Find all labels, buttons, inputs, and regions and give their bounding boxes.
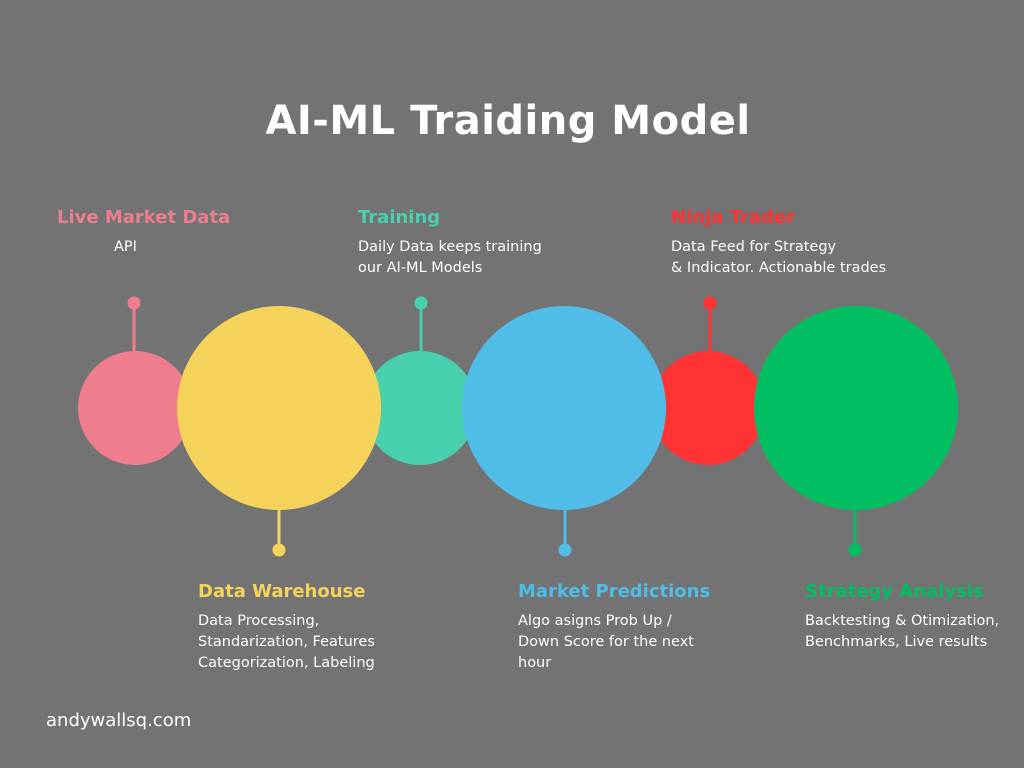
connector-training [414,296,428,353]
stage-heading: Live Market Data [57,207,231,228]
connector-data-warehouse [272,505,286,557]
connector-market-predictions [558,505,572,557]
stage-heading: Strategy Analysis [805,581,984,602]
stage-description: Data Processing, Standarization, Feature… [198,613,375,671]
stage-heading: Data Warehouse [198,581,366,602]
stage-ninja-trader: Ninja Trader Data Feed for Strategy & In… [671,207,1011,279]
stage-data-warehouse: Data Warehouse Data Processing, Standari… [198,581,538,674]
footer-website: andywallsq.com [46,710,192,731]
circle-ninja-trader [651,351,765,465]
stage-training: Training Daily Data keeps training our A… [358,207,698,279]
stage-heading: Training [358,207,441,228]
circle-live-market-data [78,351,192,465]
circle-data-warehouse [177,306,381,510]
connector-ninja-trader [703,296,717,353]
stage-live-market-data: Live Market Data API [57,207,397,258]
page-title: AI-ML Traiding Model [265,98,751,144]
circle-training [363,351,477,465]
connector-live-market-data [127,296,141,353]
stage-description: Daily Data keeps training our AI-ML Mode… [358,239,542,276]
stage-market-predictions: Market Predictions Algo asigns Prob Up /… [518,581,858,674]
stage-heading: Ninja Trader [671,207,795,228]
stage-strategy-analysis: Strategy Analysis Backtesting & Otimizat… [805,581,1020,653]
stage-description: Algo asigns Prob Up / Down Score for the… [518,613,694,671]
circle-strategy-analysis [754,306,958,510]
stage-description: Data Feed for Strategy & Indicator. Acti… [671,239,887,276]
circle-market-predictions [462,306,666,510]
stage-description: Backtesting & Otimization, Benchmarks, L… [805,613,1000,650]
stage-heading: Market Predictions [518,581,711,602]
connector-strategy-analysis [848,505,862,557]
stage-description: API [114,239,137,255]
